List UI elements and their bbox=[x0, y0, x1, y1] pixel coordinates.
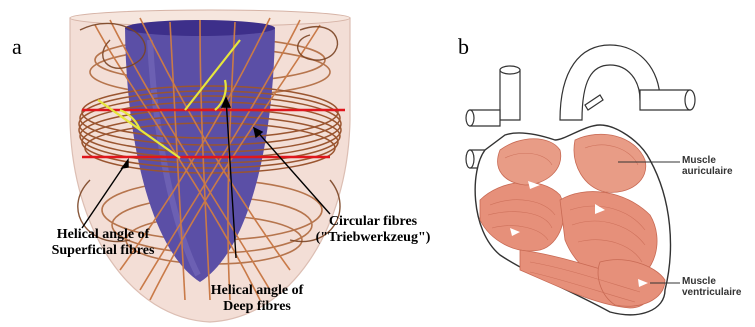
label-muscle-ventriculaire: Muscle ventriculaire bbox=[682, 276, 741, 298]
label-muscle-auriculaire: Muscle auriculaire bbox=[682, 155, 733, 177]
